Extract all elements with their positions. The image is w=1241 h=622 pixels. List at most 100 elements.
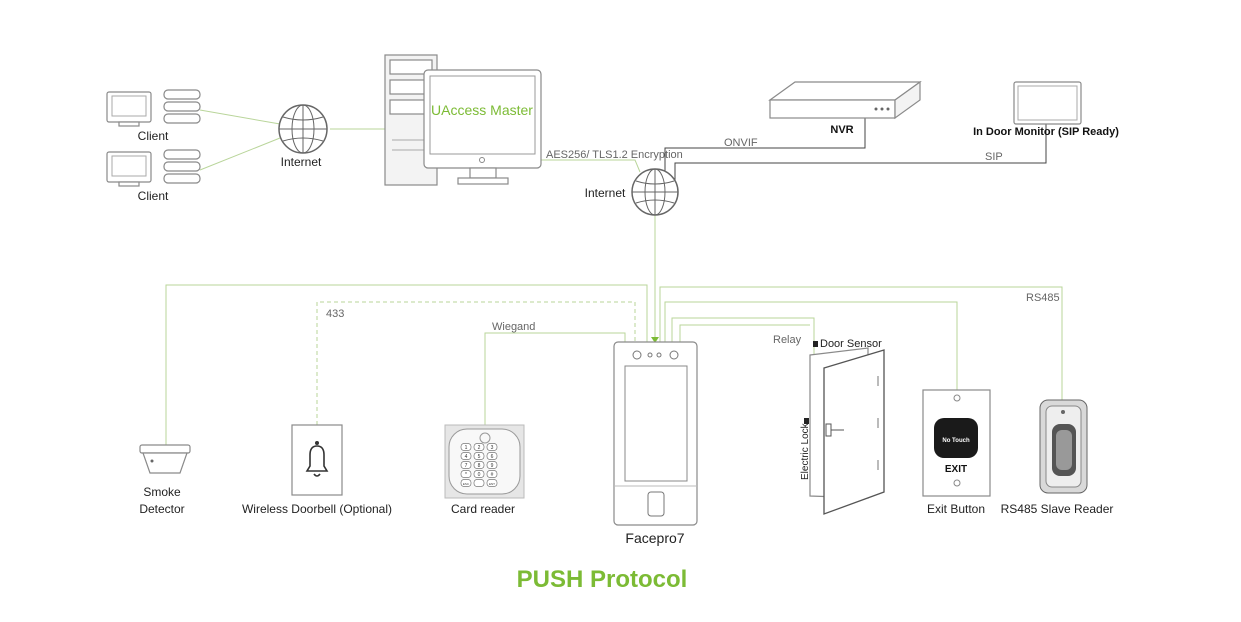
keypad-key xyxy=(486,479,498,487)
led-icon xyxy=(1061,410,1065,414)
keypad-key-label: 4 xyxy=(465,454,468,460)
internet-center-label: Internet xyxy=(585,186,626,200)
facepro7: Facepro7 xyxy=(613,341,698,546)
wire-rs485 xyxy=(659,286,1063,405)
onvif-label: ONVIF xyxy=(724,137,758,149)
keypad-key xyxy=(473,470,485,478)
keypad-key-label: 0 xyxy=(478,472,481,478)
electric-lock-marker xyxy=(804,418,809,424)
facepro7-screen xyxy=(624,365,688,482)
electric-lock-label: Electric Lock xyxy=(800,422,811,480)
keypad-key-label: 9 xyxy=(491,463,494,469)
keypad-key-label: 7 xyxy=(465,463,468,469)
sensor-icon xyxy=(656,352,662,358)
client-screen xyxy=(111,95,147,117)
globe-icon xyxy=(631,168,679,216)
no-touch-sensor xyxy=(934,418,978,458)
screw-icon xyxy=(953,394,961,402)
exit-button: No Touch EXIT Exit Button xyxy=(922,389,991,516)
relay-label: Relay xyxy=(773,334,802,346)
indoor-monitor-icon xyxy=(1013,81,1082,125)
door-sensor-label: Door Sensor xyxy=(820,338,882,350)
keypad-key xyxy=(473,443,485,451)
door: Door Sensor Electric Lock xyxy=(800,338,885,515)
wire-exit-button xyxy=(664,301,958,390)
keypad-key xyxy=(486,452,498,460)
wire-client1-internet xyxy=(199,109,281,125)
wire-onvif xyxy=(664,118,866,178)
keypad-key xyxy=(486,470,498,478)
wire-wiegand xyxy=(484,332,626,425)
internet-left-label: Internet xyxy=(281,155,322,169)
nvr-icon xyxy=(768,80,922,120)
keypad-key-label: ESC xyxy=(463,482,470,486)
keypad-key xyxy=(460,461,472,469)
exit-sign-text: EXIT xyxy=(945,464,967,475)
sip-label: SIP xyxy=(985,151,1003,163)
keypad-key-label: 5 xyxy=(478,454,481,460)
card-reader-label: Card reader xyxy=(451,502,515,516)
internet-center: Internet xyxy=(585,168,679,216)
nvr: NVR xyxy=(768,80,922,136)
door-leaf xyxy=(823,349,885,515)
keypad-key xyxy=(460,443,472,451)
keypad-key-label: 2 xyxy=(478,445,481,451)
monitor-icon xyxy=(423,69,542,185)
server-unit-icon xyxy=(163,149,201,160)
door-sensor-marker xyxy=(813,341,818,347)
arrow-head xyxy=(651,337,659,343)
camera-icon xyxy=(669,350,679,360)
wire-master-internet xyxy=(541,159,641,173)
sensor-icon xyxy=(647,352,653,358)
keypad-key-label: 8 xyxy=(478,463,481,469)
keypad-key xyxy=(460,452,472,460)
bell-icon xyxy=(305,441,329,477)
card-reader-logo-icon xyxy=(479,432,491,444)
diagram-title: PUSH Protocol xyxy=(517,566,688,593)
keypad-key-label: 6 xyxy=(491,454,494,460)
rs485-slave-reader: RS485 Slave Reader xyxy=(1001,399,1114,516)
exit-button-label: Exit Button xyxy=(927,502,985,516)
no-touch-text: No Touch xyxy=(942,438,970,444)
nvr-label: NVR xyxy=(830,124,853,136)
server-unit-icon xyxy=(163,161,201,172)
wireless-doorbell: Wireless Doorbell (Optional) xyxy=(242,424,392,516)
wireless-doorbell-label: Wireless Doorbell (Optional) xyxy=(242,502,392,516)
client-1: Client xyxy=(106,89,201,143)
uaccess-master-label: UAccess Master xyxy=(431,102,533,118)
client-stand-icon xyxy=(118,121,140,127)
smoke-detector-icon xyxy=(139,444,191,474)
keypad-key xyxy=(486,443,498,451)
wire-433 xyxy=(316,301,636,425)
keypad-key xyxy=(460,479,472,487)
fingerprint-sensor-icon xyxy=(647,491,665,517)
keypad-key-label: # xyxy=(491,472,494,478)
wire-door-sensor xyxy=(679,324,810,342)
client-screen xyxy=(111,155,147,177)
uaccess-master-workstation: UAccess Master xyxy=(384,54,542,186)
client-2-label: Client xyxy=(138,189,169,203)
keypad-key-label: 3 xyxy=(491,445,494,451)
keypad-key xyxy=(486,461,498,469)
globe-icon xyxy=(278,104,328,154)
server-unit-icon xyxy=(163,89,201,100)
keypad-key xyxy=(473,479,485,487)
client-1-label: Client xyxy=(138,129,169,143)
screw-icon xyxy=(953,479,961,487)
rs485-slave-reader-label: RS485 Slave Reader xyxy=(1001,502,1114,516)
wiegand-label: Wiegand xyxy=(492,321,535,333)
wire-sip xyxy=(674,124,1047,182)
client-2: Client xyxy=(106,149,201,203)
keypad-key xyxy=(473,452,485,460)
keypad-key-label: * xyxy=(465,472,467,478)
keypad-key-label: ENT xyxy=(489,482,495,486)
facepro7-label: Facepro7 xyxy=(625,530,684,546)
fingerprint-window xyxy=(1056,430,1072,470)
indoor-monitor: In Door Monitor (SIP Ready) xyxy=(973,81,1119,138)
rs485-label: RS485 xyxy=(1026,292,1060,304)
smoke-detector-label-line1: Smoke xyxy=(143,485,181,499)
rf433-label: 433 xyxy=(326,308,344,320)
